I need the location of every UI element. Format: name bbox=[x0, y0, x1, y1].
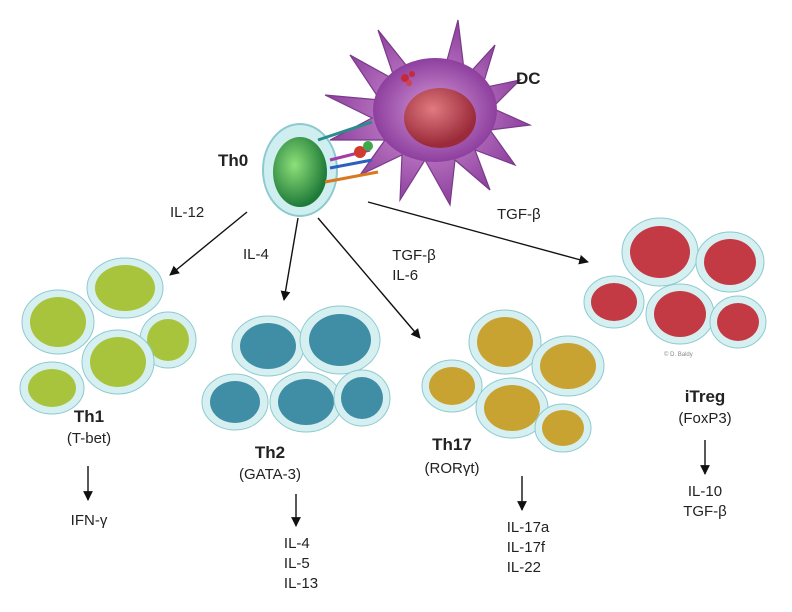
itreg-cell bbox=[645, 283, 715, 345]
itreg-cell bbox=[621, 217, 699, 287]
dc-label: DC bbox=[516, 69, 541, 88]
itreg-cytokine: TGF-β bbox=[683, 503, 727, 520]
itreg-cytokine: IL-10 bbox=[687, 483, 723, 500]
dc-nucleus bbox=[404, 88, 476, 148]
th17-cell bbox=[531, 335, 605, 397]
th1-cell-cluster bbox=[19, 257, 197, 415]
th17-cell bbox=[475, 377, 549, 439]
th17-cytokine: IL-17a bbox=[506, 519, 550, 536]
th1-cell bbox=[139, 311, 197, 369]
th0-label: Th0 bbox=[218, 151, 249, 170]
arrow-to-th17 bbox=[317, 217, 421, 339]
arrow-to-itreg bbox=[367, 201, 589, 265]
itreg-cell bbox=[583, 275, 645, 329]
th2-cell bbox=[231, 315, 305, 377]
edge-label-tgfb: TGF-β bbox=[392, 247, 436, 264]
th0-nucleus bbox=[273, 137, 327, 207]
th17-cytokine: IL-17f bbox=[506, 539, 546, 556]
th17-cell bbox=[421, 359, 483, 413]
dc-granule bbox=[401, 74, 409, 82]
itreg-cell-cluster bbox=[583, 217, 767, 349]
itreg-cytokines: IL-10 TGF-β bbox=[683, 482, 727, 522]
edge-label-il4: IL-4 bbox=[243, 246, 269, 263]
th17-cytokine: IL-22 bbox=[506, 559, 541, 576]
th2-cytokines: IL-4 IL-5 IL-13 bbox=[284, 534, 318, 594]
edge-label-itreg-tgfb: TGF-β bbox=[497, 206, 541, 223]
th2-cytokine: IL-5 bbox=[283, 555, 310, 572]
th1-cell bbox=[21, 289, 95, 355]
th1-cell bbox=[81, 329, 155, 395]
th2-cytokine: IL-4 bbox=[283, 535, 310, 552]
itreg-name: iTreg bbox=[684, 387, 726, 406]
th2-cytokine: IL-13 bbox=[283, 575, 319, 592]
edge-label-il6: IL-6 bbox=[392, 267, 419, 284]
edge-label-th17: TGF-β IL-6 bbox=[392, 246, 436, 286]
signature: © D. Baldy bbox=[664, 351, 693, 358]
th1-cell bbox=[86, 257, 164, 319]
edge-label-il12: IL-12 bbox=[170, 204, 205, 221]
th17-cell-cluster bbox=[421, 309, 605, 453]
itreg-cell bbox=[695, 231, 765, 293]
differentiation-arrows bbox=[83, 201, 710, 527]
dc-granule bbox=[409, 71, 415, 77]
th17-cytokines: IL-17a IL-17f IL-22 bbox=[507, 518, 550, 578]
arrow-to-th2 bbox=[280, 217, 299, 301]
th2-cell bbox=[269, 371, 343, 433]
th2-factor: (GATA-3) bbox=[239, 466, 301, 483]
th2-cell bbox=[333, 369, 391, 427]
arrow-to-th1 bbox=[169, 211, 248, 276]
itreg-factor: (FoxP3) bbox=[678, 410, 732, 427]
th1-cytokine: IFN-γ bbox=[70, 512, 108, 529]
th2-cell bbox=[299, 305, 381, 375]
itreg-cell bbox=[709, 295, 767, 349]
dendritic-cell bbox=[324, 19, 533, 207]
th0-cell bbox=[262, 123, 338, 217]
th2-name: Th2 bbox=[254, 443, 286, 462]
th17-name: Th17 bbox=[432, 435, 472, 454]
th1-name: Th1 bbox=[73, 407, 105, 426]
dc-granule bbox=[406, 80, 412, 86]
th2-cell bbox=[201, 373, 269, 431]
th1-cell bbox=[19, 361, 85, 415]
th1-factor: (T-bet) bbox=[66, 430, 112, 447]
th17-factor: (RORγt) bbox=[424, 460, 480, 477]
th17-cell bbox=[468, 309, 542, 375]
synapse-receptors bbox=[317, 120, 379, 184]
th2-cell-cluster bbox=[201, 305, 391, 433]
th17-cell bbox=[534, 403, 592, 453]
